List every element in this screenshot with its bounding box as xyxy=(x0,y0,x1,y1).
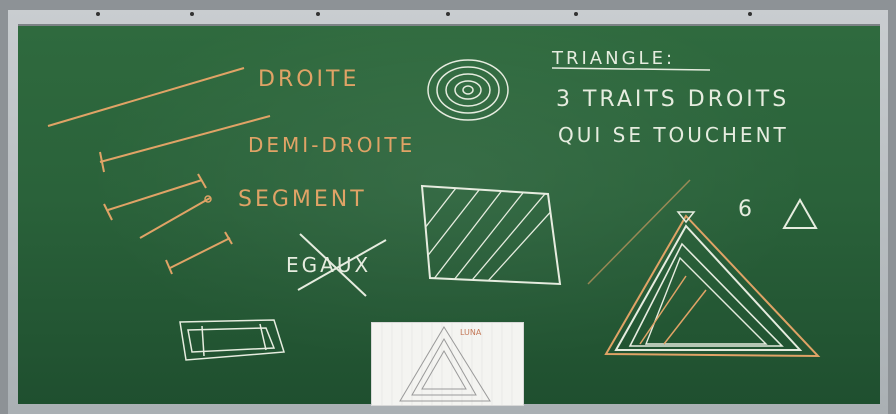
segment-drawing xyxy=(108,180,202,210)
count-six: 6 xyxy=(738,197,752,222)
concentric-circles-drawing xyxy=(428,60,508,120)
hatched-quadrilateral-drawing xyxy=(400,170,565,292)
triangle-definition-line1: 3 TRAITS DROITS xyxy=(556,87,789,112)
label-demi-droite: DEMI-DROITE xyxy=(248,133,415,157)
label-segment: SEGMENT xyxy=(238,187,367,212)
segment-drawing xyxy=(170,238,230,268)
chalk-stroke xyxy=(588,180,690,284)
paper-sheet: LUNA xyxy=(371,322,524,406)
segment-drawing xyxy=(140,198,210,238)
label-droite: DROITE xyxy=(258,67,359,92)
paper-label: LUNA xyxy=(460,328,482,337)
line-drawing xyxy=(48,68,244,126)
paper-drawing: LUNA xyxy=(372,323,523,405)
parallelogram-drawing xyxy=(180,320,284,360)
small-triangle-icon xyxy=(784,200,816,228)
triangle-title: TRIANGLE: xyxy=(551,48,675,69)
triangle-definition-line2: QUI SE TOUCHENT xyxy=(558,123,789,147)
title-underline xyxy=(552,68,710,70)
ray-drawing xyxy=(100,116,270,162)
